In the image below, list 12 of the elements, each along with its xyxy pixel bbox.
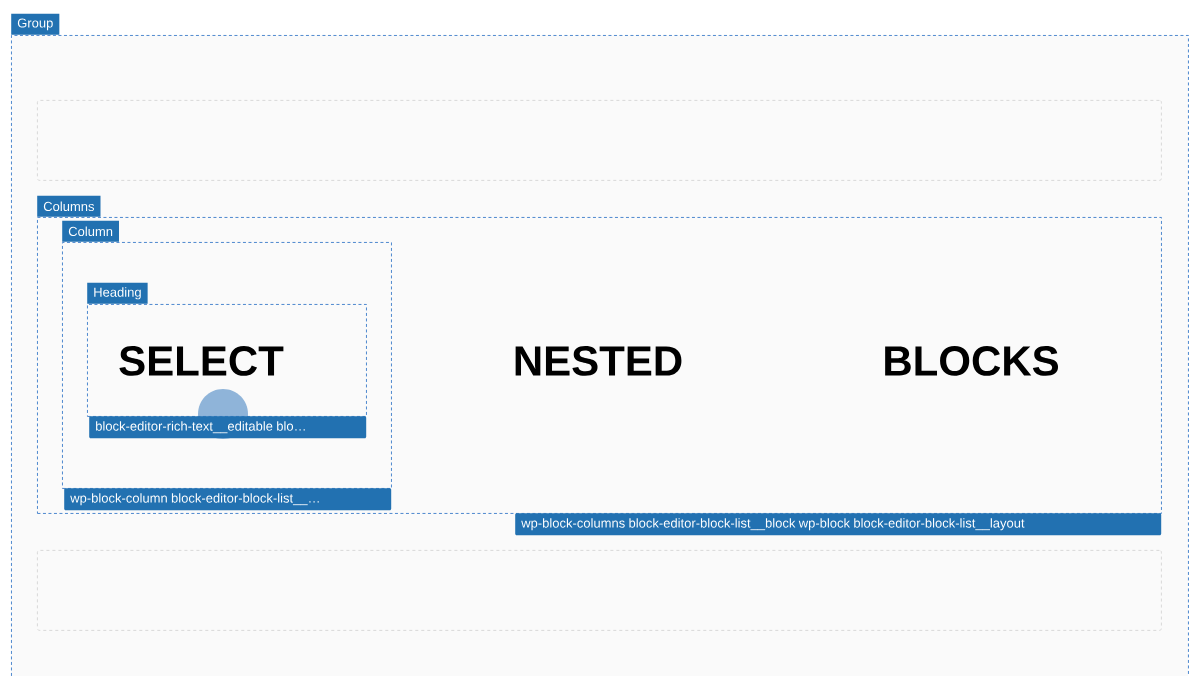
class-name-tag: block-editor-rich-text__editable blo… <box>89 416 367 439</box>
heading-text: NESTED <box>515 346 682 376</box>
block-label-tag: Group <box>11 13 60 35</box>
heading-text: SELECT <box>119 346 284 376</box>
placeholder-box <box>37 550 1162 631</box>
block-label-tag: Heading <box>87 282 148 304</box>
block-label-tag: Columns <box>37 195 101 217</box>
class-name-tag: wp-block-column block-editor-block-list__… <box>64 488 392 511</box>
class-name-tag: wp-block-columns block-editor-block-list__block wp-block block-editor-block-list__layout <box>515 513 1162 536</box>
block-label-tag: Column <box>62 220 119 242</box>
placeholder-box <box>37 100 1162 181</box>
heading-text: BLOCKS <box>885 346 1059 376</box>
